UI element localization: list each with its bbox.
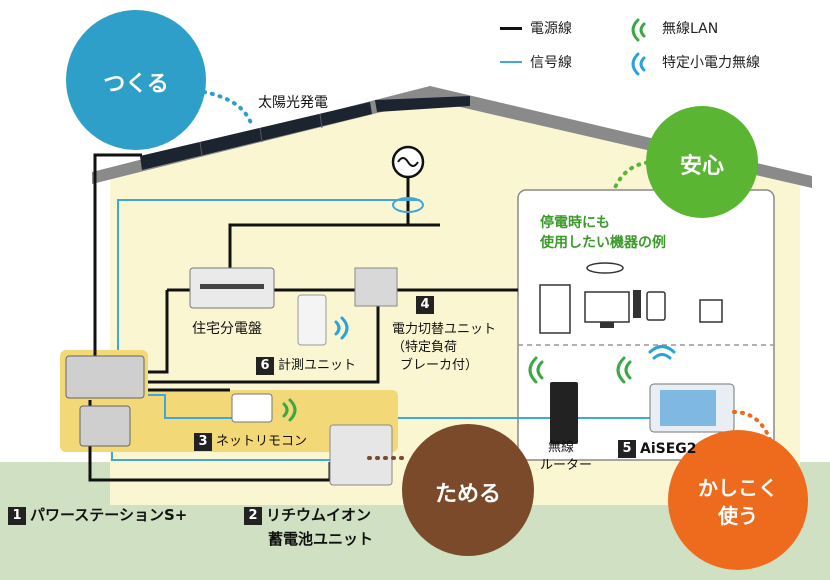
lan-wave-router [528,356,544,384]
component-6-name: 計測ユニット [278,358,357,373]
legend-power: 電源線 [500,18,572,38]
specified-wave-aiseg [648,345,676,360]
component-2-number: 2 [244,506,262,525]
battery-unit [329,424,393,486]
component-6: 6 計測ユニット [256,354,356,375]
wireless-router-device [550,382,578,444]
legend-specified-label: 特定小電力無線 [662,55,760,71]
legend-specified-wave [631,52,646,76]
lan-wave-remote [282,398,297,422]
phone-icon [633,290,641,318]
distribution-board-label: 住宅分電盤 [192,321,262,337]
component-4-num-wrap: 4 [416,296,438,314]
router-label-1: 無線 [548,440,575,455]
component-4-name-1: 電力切替ユニット [392,322,497,337]
switching-unit [354,267,398,307]
component-5-name: AiSEG2 [640,441,697,457]
tsukuru-label: つくる [103,72,169,97]
tsukau-circle [668,430,808,570]
tameru-circle [402,424,534,556]
legend-specified: 特定小電力無線 [662,52,760,72]
component-4-name-2: （特定負荷 [392,340,458,355]
legend-power-label: 電源線 [530,21,572,37]
power-station-upper [65,355,145,399]
component-3: 3 ネットリモコン [194,430,307,451]
tameru-label: ためる [434,482,501,507]
legend-power-swatch [500,26,522,30]
component-3-name: ネットリモコン [216,434,308,449]
tablet-icon [646,291,666,321]
legend-signal-label: 信号線 [530,55,572,71]
outage-title-2: 使用したい機器の例 [540,235,666,251]
tsukau-label-2: 使う [718,504,758,528]
ct-sensor [392,197,424,213]
tsukuru-circle [66,10,206,150]
power-station-lower [79,405,131,447]
kettle-icon [699,299,723,323]
fridge-icon [539,284,571,334]
component-1-number: 1 [8,506,26,525]
router-label-2: ルーター [540,458,593,473]
tv-icon [584,291,630,323]
outage-title-1: 停電時にも [540,215,610,231]
component-4-number: 4 [416,296,434,314]
component-3-number: 3 [194,432,212,451]
solar-panel [140,102,372,170]
ceiling-light-icon [586,262,624,274]
legend-lan: 無線LAN [662,18,718,38]
anshin-label: 安心 [679,154,724,179]
component-2-name-1: リチウムイオン [266,506,372,524]
power-lines [88,153,518,482]
legend-signal: 信号線 [500,52,572,72]
solar-label: 太陽光発電 [258,95,328,111]
lan-wave-aiseg [616,356,632,384]
tsukau-label-1: かしこく [698,476,778,500]
legend-lan-label: 無線LAN [662,21,719,37]
component-6-number: 6 [256,356,274,375]
component-1-name: パワーステーションS+ [30,506,188,524]
component-2-name-2: 蓄電池ユニット [268,530,374,548]
measuring-unit [297,294,327,346]
component-4-name-3: ブレーカ付） [400,358,479,373]
net-remote-device [231,393,273,423]
anshin-circle [646,106,758,218]
legend-signal-swatch [500,61,522,63]
legend-lan-wave [631,18,646,42]
specified-wave-measure [334,316,349,340]
component-5-number: 5 [618,440,636,458]
solar-panel-2 [375,96,470,112]
